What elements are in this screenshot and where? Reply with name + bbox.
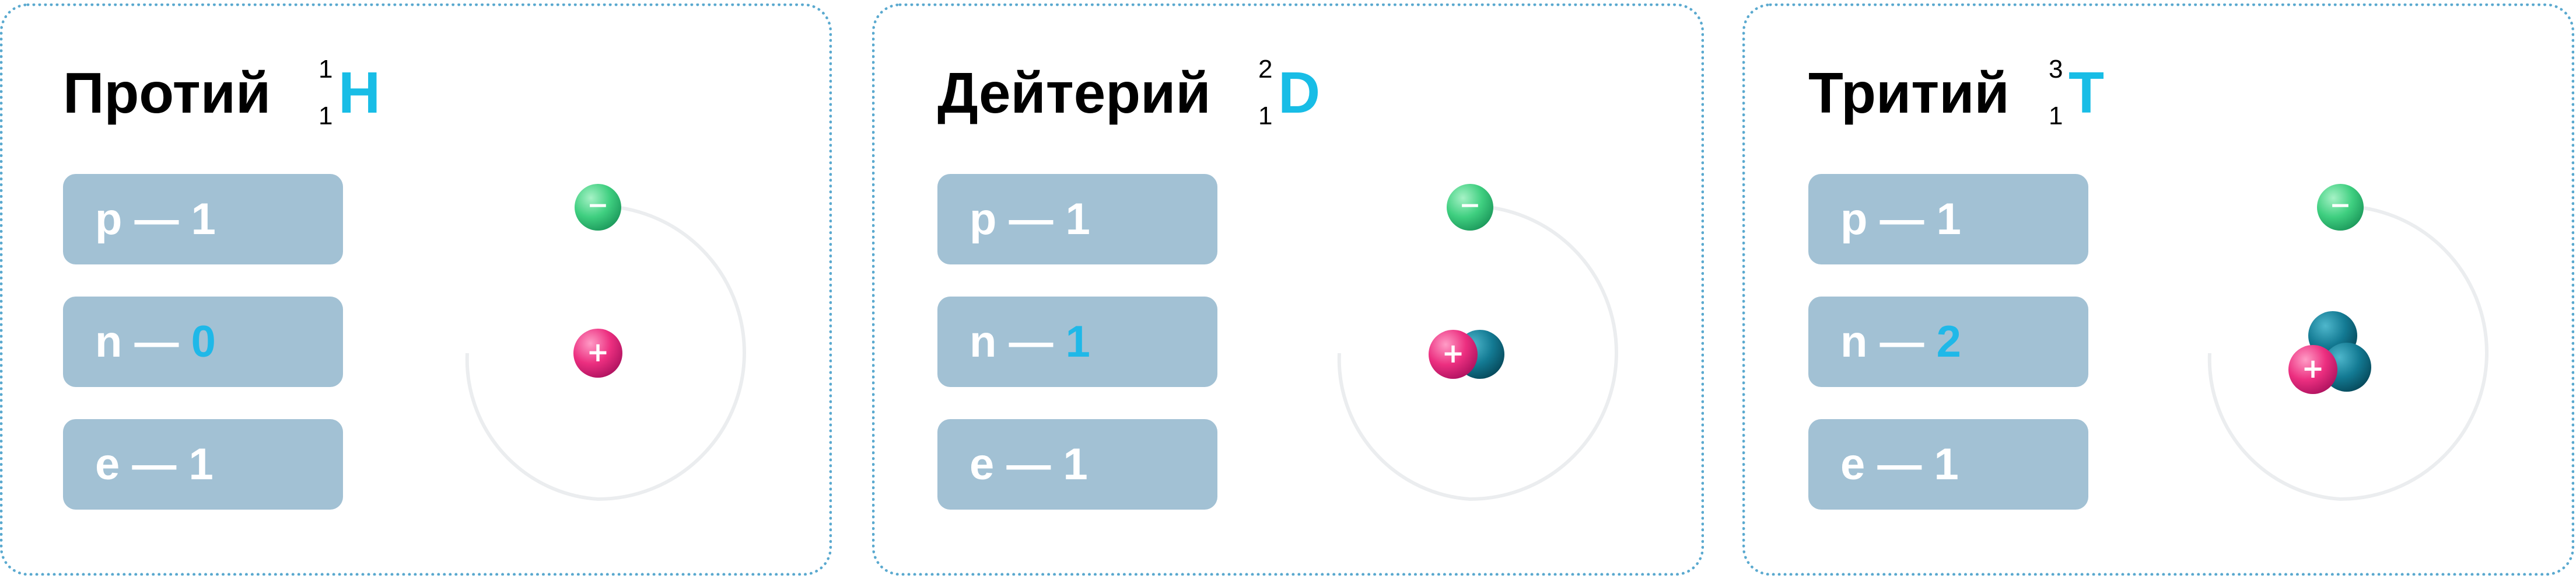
- electron-sign: −: [587, 190, 609, 220]
- neutron-label: n —: [1840, 317, 1937, 367]
- proton-value: 1: [1065, 194, 1090, 244]
- neutron-value: 2: [1936, 317, 1961, 367]
- electron-value: 1: [1063, 440, 1088, 489]
- proton-sign: +: [1442, 337, 1465, 369]
- isotope-card-protium: Протий 1 1 H p — 1 n — 0 e — 1 − +: [0, 4, 832, 576]
- electron-label: e —: [1840, 440, 1934, 489]
- proton-value: 1: [191, 194, 216, 244]
- isotope-card-tritium: Тритий 3 1 T p — 1 n — 2 e — 1 − +: [1742, 4, 2574, 576]
- electron-count-chip: e — 1: [1808, 419, 2088, 510]
- electron-icon: −: [2317, 184, 2364, 231]
- electron-label: e —: [970, 440, 1063, 489]
- electron-sign: −: [2330, 190, 2351, 220]
- electron-count-chip: e — 1: [63, 419, 343, 510]
- neutron-count-chip: n — 1: [937, 297, 1217, 387]
- proton-icon: +: [573, 329, 622, 378]
- electron-icon: −: [575, 184, 621, 231]
- isotope-card-deuterium: Дейтерий 2 1 D p — 1 n — 1 e — 1 − +: [872, 4, 1704, 576]
- atom-diagram-tritium: − +: [2207, 184, 2488, 501]
- atomic-number: 1: [318, 102, 333, 130]
- electron-label: e —: [95, 440, 189, 489]
- isotope-title: Протий: [63, 61, 271, 125]
- proton-value: 1: [1936, 194, 1961, 244]
- proton-label: p —: [1840, 194, 1937, 244]
- proton-icon: +: [1429, 330, 1478, 379]
- neutron-label: n —: [95, 317, 191, 367]
- proton-sign: +: [2302, 353, 2325, 384]
- neutron-label: n —: [970, 317, 1066, 367]
- element-symbol: T: [2068, 60, 2105, 126]
- atom-diagram-deuterium: − +: [1337, 184, 1618, 501]
- mass-number: 3: [2049, 55, 2063, 83]
- neutron-count-chip: n — 2: [1808, 297, 2088, 387]
- electron-count-chip: e — 1: [937, 419, 1217, 510]
- proton-count-chip: p — 1: [63, 174, 343, 264]
- electron-value: 1: [1934, 440, 1959, 489]
- proton-icon: +: [2288, 345, 2337, 394]
- atomic-number: 1: [2049, 102, 2063, 130]
- isotope-title: Тритий: [1808, 61, 2010, 125]
- neutron-count-chip: n — 0: [63, 297, 343, 387]
- element-symbol: D: [1278, 60, 1321, 126]
- electron-orbit: [1337, 204, 1618, 501]
- electron-value: 1: [188, 440, 214, 489]
- electron-icon: −: [1447, 184, 1493, 231]
- proton-label: p —: [970, 194, 1066, 244]
- isotope-title: Дейтерий: [937, 61, 1211, 125]
- electron-orbit: [465, 204, 746, 501]
- atomic-number: 1: [1258, 102, 1273, 130]
- mass-number: 2: [1258, 55, 1273, 83]
- proton-count-chip: p — 1: [1808, 174, 2088, 264]
- element-symbol: H: [338, 60, 381, 126]
- electron-orbit: [2207, 204, 2488, 501]
- mass-number: 1: [318, 55, 333, 83]
- proton-label: p —: [95, 194, 191, 244]
- atom-diagram-protium: − +: [465, 184, 746, 501]
- neutron-value: 0: [191, 317, 216, 367]
- electron-sign: −: [1460, 190, 1481, 220]
- proton-count-chip: p — 1: [937, 174, 1217, 264]
- neutron-value: 1: [1065, 317, 1090, 367]
- proton-sign: +: [587, 336, 610, 368]
